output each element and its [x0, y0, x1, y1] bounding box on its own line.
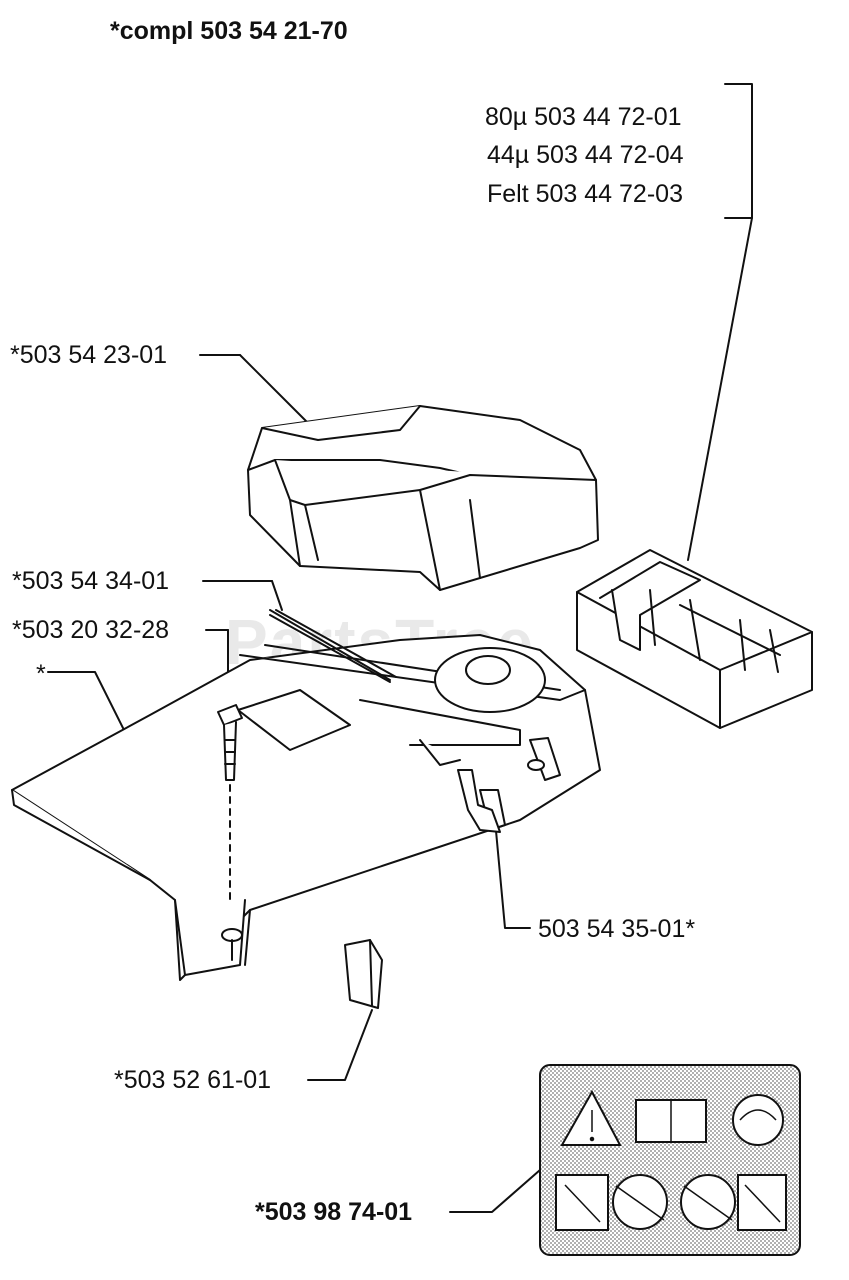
label-screw: *503 20 32-28: [12, 616, 170, 644]
label-clip: 503 54 35-01*: [538, 915, 696, 943]
air-filter: [576, 549, 813, 729]
filter-part-felt: Felt 503 44 72-03: [487, 180, 683, 208]
plate: [344, 939, 383, 1009]
assembly-title: *compl 503 54 21-70: [110, 17, 348, 45]
top-cover: [247, 405, 599, 591]
label-top-cover: *503 54 23-01: [10, 341, 168, 369]
label-base-cover: *: [36, 660, 46, 688]
filter-part-80: 80µ 503 44 72-01: [485, 103, 682, 131]
label-rod: *503 54 34-01: [12, 567, 170, 595]
decal-sheet: [539, 1064, 801, 1256]
base-cover: [11, 609, 601, 981]
leader-lines: [47, 83, 753, 1213]
label-decal: *503 98 74-01: [255, 1198, 413, 1226]
clip: [457, 769, 501, 833]
filter-part-44: 44µ 503 44 72-04: [487, 141, 684, 169]
rod: [269, 609, 397, 683]
label-plate: *503 52 61-01: [114, 1066, 272, 1094]
screw: [217, 704, 243, 901]
